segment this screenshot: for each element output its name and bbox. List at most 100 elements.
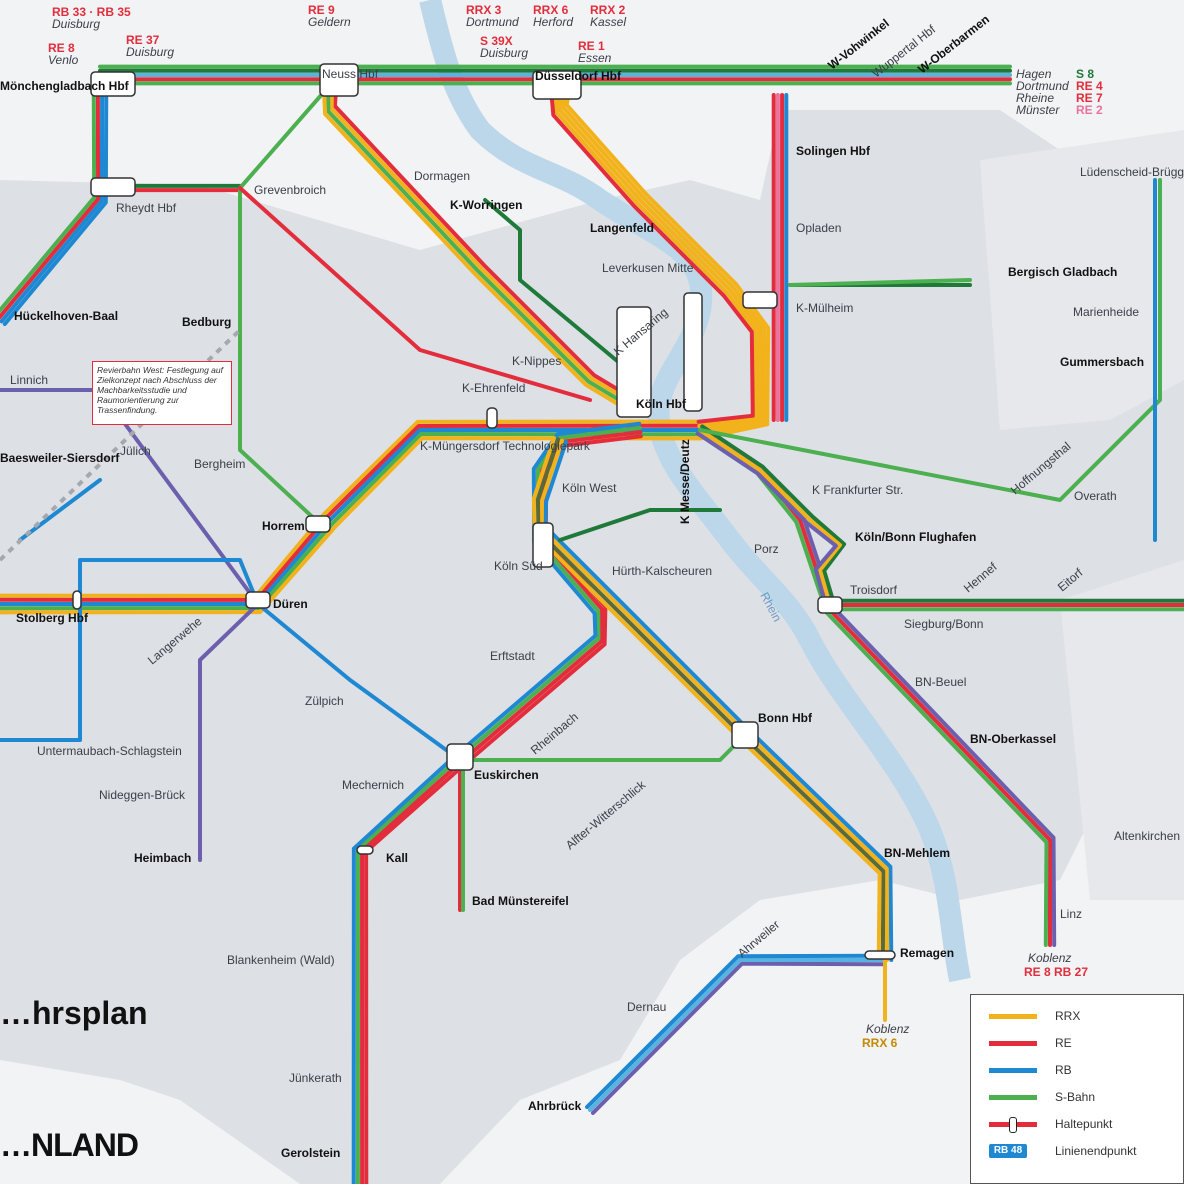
- koeln-bonn-linksrheinisch-2[interactable]: [535, 437, 886, 962]
- lines-group: [0, 64, 1184, 1184]
- rb20-zuelpich[interactable]: [256, 602, 462, 762]
- station-label: Ahrweiler: [735, 917, 782, 960]
- rb20-west[interactable]: [18, 478, 102, 542]
- station-label: Langenfeld: [590, 221, 654, 235]
- station-label: K-Nippes: [512, 354, 561, 368]
- station-stolberg[interactable]: [72, 590, 82, 610]
- end-badge-icon: RB 48: [989, 1144, 1027, 1158]
- duesseldorf-koeln-corridor-1[interactable]: [561, 93, 767, 437]
- station-k-muelheim[interactable]: [742, 291, 778, 309]
- station-neuss-hbf[interactable]: [319, 63, 359, 97]
- station-label: Kall: [386, 851, 408, 865]
- legend-label: Haltepunkt: [1055, 1117, 1113, 1131]
- duren-koeln-corridor-3[interactable]: [0, 432, 702, 611]
- flughafen-loop-2[interactable]: [695, 431, 838, 609]
- neuss-koeln-line-1[interactable]: [329, 83, 644, 411]
- station-label: Porz: [754, 542, 779, 556]
- duesseldorf-koeln-corridor-2[interactable]: [558, 93, 762, 432]
- station-dueren[interactable]: [245, 591, 271, 609]
- station-label: Baesweiler-Siersdorf: [0, 451, 120, 465]
- station-horrem[interactable]: [305, 515, 331, 533]
- station-label: Euskirchen: [474, 768, 539, 782]
- moenchengladbach-west-2[interactable]: [0, 78, 101, 320]
- neuss-koeln-line-0[interactable]: [332, 83, 646, 407]
- line-swatch-icon: [989, 1013, 1037, 1019]
- duesseldorf-koeln-corridor-0[interactable]: [564, 93, 771, 441]
- s16-line[interactable]: [558, 508, 722, 542]
- station-label: BN-Oberkassel: [970, 732, 1056, 746]
- destination-right-place: Münster: [1016, 103, 1060, 117]
- station-label: Bergheim: [194, 457, 245, 471]
- koeln-bonn-linksrheinisch-3[interactable]: [531, 436, 882, 962]
- destination-right-line: RE 2: [1076, 103, 1103, 117]
- station-label: K Messe/Deutz: [678, 439, 692, 524]
- destination-top-place: Dortmund: [466, 15, 519, 29]
- map-title: …hrsplan: [0, 995, 148, 1031]
- station-label: Zülpich: [305, 694, 344, 708]
- station-label: Siegburg/Bonn: [904, 617, 983, 631]
- station-rheydt-hbf[interactable]: [90, 177, 136, 197]
- station-label: Marienheide: [1073, 305, 1139, 319]
- koeln-bonn-linksrheinisch-1[interactable]: [539, 438, 890, 962]
- destination-top-lines: RRX 6: [533, 3, 569, 17]
- flughafen-loop-1[interactable]: [698, 428, 842, 607]
- station-koeln-deutz[interactable]: [683, 292, 703, 412]
- line-swatch-icon: [989, 1067, 1037, 1073]
- duren-koeln-corridor-1[interactable]: [0, 423, 702, 602]
- station-label: Bergisch Gladbach: [1008, 265, 1117, 279]
- s39x-grevenbroich[interactable]: [238, 83, 332, 190]
- duesseldorf-koeln-corridor-3[interactable]: [553, 93, 759, 428]
- rb20-stolberg[interactable]: [78, 558, 260, 606]
- s10-worringen[interactable]: [483, 198, 642, 382]
- re8-grevenbroich[interactable]: [238, 186, 592, 402]
- legend-row: S-Bahn: [989, 1088, 1179, 1106]
- station-label: Düsseldorf Hbf: [535, 69, 622, 83]
- station-euskirchen[interactable]: [446, 743, 474, 771]
- station-label: Erftstadt: [490, 649, 535, 663]
- ahrtal-line-2[interactable]: [585, 953, 887, 1110]
- station-label: Gerolstein: [281, 1146, 340, 1160]
- station-koeln-sued[interactable]: [532, 522, 554, 568]
- revierbahn-note-text: Revierbahn West: Festlegung auf Zielkonz…: [97, 365, 223, 415]
- koeln-bonn-linksrheinisch-0[interactable]: [543, 439, 894, 962]
- duren-koeln-corridor-2[interactable]: [0, 428, 702, 606]
- station-label: Remagen: [900, 946, 954, 960]
- station-label: BN-Beuel: [915, 675, 966, 689]
- s12-bedburg-horrem[interactable]: [238, 186, 322, 526]
- station-label: K-Worringen: [450, 198, 522, 212]
- moenchengladbach-west-0[interactable]: [2, 78, 109, 327]
- duren-koeln-corridor-4[interactable]: [0, 436, 702, 615]
- destination-top-place: Essen: [578, 51, 612, 65]
- rb20-south[interactable]: [0, 602, 82, 742]
- station-label: Blankenheim (Wald): [227, 953, 335, 967]
- flughafen-loop-0[interactable]: [700, 424, 847, 606]
- station-troisdorf[interactable]: [817, 596, 843, 614]
- duesseldorf-koeln-corridor-4[interactable]: [549, 93, 755, 424]
- neuss-koeln-line-3[interactable]: [321, 83, 639, 418]
- station-kall[interactable]: [356, 845, 374, 855]
- station-label: Hückelhoven-Baal: [14, 309, 118, 323]
- s14-bergisch-gladbach[interactable]: [788, 278, 972, 287]
- station-label: Hürth-Kalscheuren: [612, 564, 712, 578]
- destination-right-line: RE 4: [1076, 79, 1103, 93]
- moenchengladbach-west-1[interactable]: [0, 78, 105, 324]
- station-remagen[interactable]: [864, 950, 896, 960]
- destination-top-place: Duisburg: [126, 45, 174, 59]
- neuss-koeln-line-2[interactable]: [325, 83, 641, 414]
- station-bonn-hbf[interactable]: [731, 721, 759, 749]
- station-duesseldorf-hbf[interactable]: [532, 70, 582, 100]
- rb21-heimbach[interactable]: [198, 602, 260, 862]
- stop-marker-shape: [1009, 1116, 1017, 1133]
- station-koeln-hbf[interactable]: [616, 306, 652, 418]
- ahrtal-line-1[interactable]: [588, 958, 887, 1112]
- station-label: K-Mülheim: [796, 301, 853, 315]
- station-mg-hbf[interactable]: [90, 71, 136, 97]
- s15-overath-line[interactable]: [698, 178, 1162, 502]
- station-label: Nideggen-Brück: [99, 788, 186, 802]
- moenchengladbach-west-3[interactable]: [0, 78, 97, 316]
- station-k-ehrenfeld[interactable]: [486, 407, 498, 429]
- ahrtal-line-0[interactable]: [590, 961, 887, 1115]
- duren-koeln-corridor-0[interactable]: [0, 419, 702, 598]
